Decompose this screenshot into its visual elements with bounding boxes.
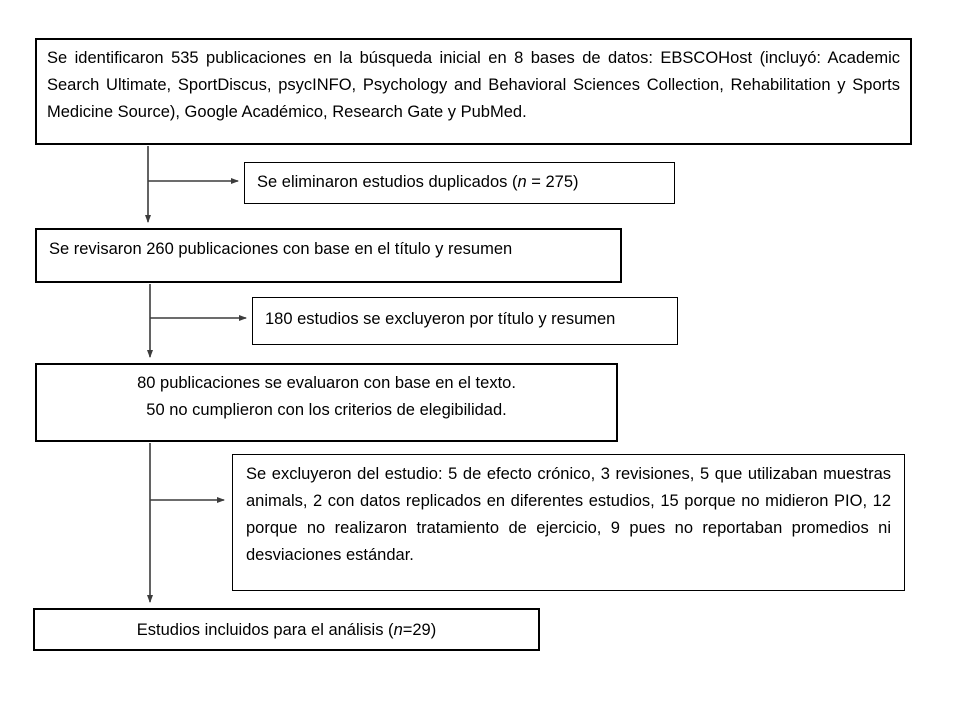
box-duplicates-removed: Se eliminaron estudios duplicados (n = 2… — [244, 162, 675, 204]
included-n-italic: n — [393, 621, 403, 639]
included-text-pre: Estudios incluidos para el análisis ( — [136, 621, 394, 639]
duplicates-text-pre: Se eliminaron estudios duplicados ( — [257, 173, 518, 191]
duplicates-text-post: = 275) — [526, 173, 579, 191]
excluded-by-title-text: 180 estudios se excluyeron por título y … — [265, 310, 616, 328]
box-identified-records: Se identificaron 535 publicaciones en la… — [35, 38, 912, 145]
exclusion-reasons-text: Se excluyeron del estudio: 5 de efecto c… — [246, 465, 891, 564]
box-title-abstract-review: Se revisaron 260 publicaciones con base … — [35, 228, 622, 283]
fulltext-evaluation-line1: 80 publicaciones se evaluaron con base e… — [137, 374, 516, 392]
duplicates-n-italic: n — [517, 173, 527, 191]
included-text-post: =29) — [402, 621, 437, 639]
fulltext-evaluation-line2: 50 no cumplieron con los criterios de el… — [146, 401, 507, 419]
box-included-studies: Estudios incluidos para el análisis (n=2… — [33, 608, 540, 651]
box-excluded-by-title: 180 estudios se excluyeron por título y … — [252, 297, 678, 345]
box-fulltext-evaluation: 80 publicaciones se evaluaron con base e… — [35, 363, 618, 442]
identified-records-text: Se identificaron 535 publicaciones en la… — [47, 49, 900, 121]
title-abstract-review-text: Se revisaron 260 publicaciones con base … — [49, 240, 513, 258]
box-exclusion-reasons: Se excluyeron del estudio: 5 de efecto c… — [232, 454, 905, 591]
